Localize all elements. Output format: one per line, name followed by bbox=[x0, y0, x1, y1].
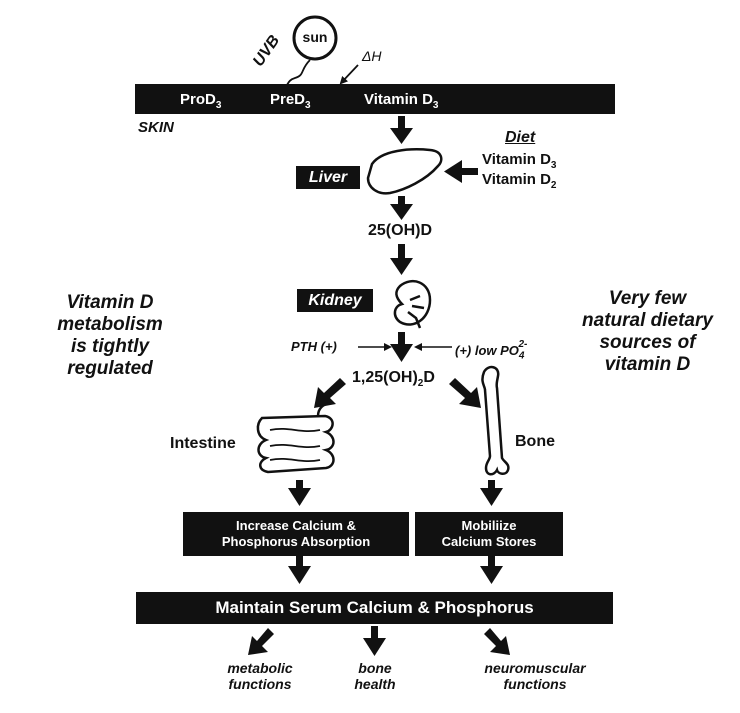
outcome-line: functions bbox=[503, 676, 567, 692]
outcome-line: metabolic bbox=[227, 660, 293, 676]
sun-icon bbox=[292, 15, 338, 61]
main-arrows bbox=[248, 116, 510, 656]
diet-heading: Diet bbox=[505, 129, 536, 146]
mobilize-line: Calcium Stores bbox=[441, 534, 537, 549]
right-note: Very few natural dietary sources of vita… bbox=[555, 288, 740, 376]
pth-label: PTH (+) bbox=[291, 339, 337, 354]
absorption-line: Increase Calcium & bbox=[236, 518, 356, 533]
skin-label: SKIN bbox=[138, 119, 174, 136]
bone-icon bbox=[481, 365, 510, 476]
outcome-line: neuromuscular bbox=[484, 660, 586, 676]
intestine-label: Intestine bbox=[170, 435, 236, 452]
vitamin-d3-label: Vitamin D3 bbox=[364, 91, 439, 111]
mobilize-line: Mobiliize bbox=[461, 518, 517, 533]
intestine-icon bbox=[256, 402, 335, 474]
left-note: Vitamin D metabolism is tightly regulate… bbox=[20, 292, 200, 380]
sun-label: sun bbox=[302, 29, 328, 45]
liver-label: Liver bbox=[296, 166, 360, 189]
left-note-line: metabolism bbox=[57, 314, 163, 335]
diet-vitamin-d3: Vitamin D3 bbox=[482, 151, 557, 171]
right-note-line: natural dietary bbox=[582, 310, 713, 331]
delta-h-label: ΔH bbox=[362, 48, 382, 64]
outcome-line: functions bbox=[228, 676, 292, 692]
absorption-box: Increase Calcium & Phosphorus Absorption bbox=[183, 512, 409, 556]
delta-h-arrow bbox=[339, 64, 359, 85]
left-note-line: Vitamin D bbox=[66, 292, 154, 313]
kidney-label: Kidney bbox=[297, 289, 373, 312]
low-po4-label: (+) low PO42- bbox=[455, 339, 528, 362]
pred3-label: PreD3 bbox=[270, 91, 311, 111]
metabolite-25ohd: 25(OH)D bbox=[368, 222, 433, 239]
left-note-line: regulated bbox=[67, 358, 153, 379]
outcome-line: health bbox=[354, 676, 396, 692]
liver-icon bbox=[366, 148, 443, 195]
mobilize-box: Mobiliize Calcium Stores bbox=[415, 512, 563, 556]
outcome-neuromuscular: neuromuscular functions bbox=[455, 660, 615, 692]
outcome-line: bone bbox=[358, 660, 392, 676]
serum-bar: Maintain Serum Calcium & Phosphorus bbox=[136, 592, 613, 624]
outcome-metabolic: metabolic functions bbox=[205, 660, 315, 692]
absorption-line: Phosphorus Absorption bbox=[221, 534, 371, 549]
metabolite-1-25-oh2d: 1,25(OH)2D bbox=[352, 369, 435, 390]
right-note-line: sources of bbox=[599, 332, 696, 353]
skin-bar bbox=[135, 84, 615, 114]
kidney-icon bbox=[393, 280, 432, 329]
right-note-line: vitamin D bbox=[604, 354, 691, 375]
left-note-line: is tightly bbox=[70, 336, 150, 357]
right-note-line: Very few bbox=[608, 288, 687, 309]
prod3-label: ProD3 bbox=[180, 91, 222, 111]
outcome-bone-health: bone health bbox=[330, 660, 420, 692]
bone-label: Bone bbox=[515, 433, 555, 450]
diet-vitamin-d2: Vitamin D2 bbox=[482, 171, 557, 191]
